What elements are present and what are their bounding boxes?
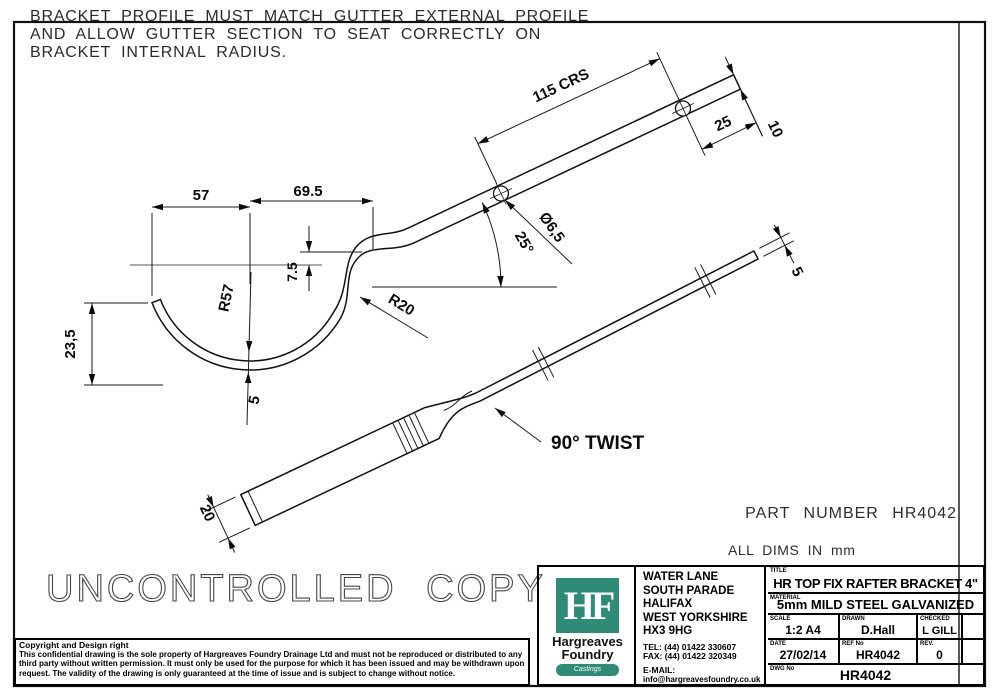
ref-label: REF No: [842, 641, 864, 647]
castings-badge: Castings: [556, 664, 619, 676]
scale-label: SCALE: [770, 616, 791, 622]
phone-number: TEL: (44) 01422 330607: [643, 641, 737, 652]
checked-cell: CHECKED L GILL: [918, 615, 963, 638]
address-postcode: HX3 9HG: [643, 625, 693, 637]
date-value: 27/02/14: [779, 648, 827, 662]
page-border: [12, 20, 987, 688]
date-cell: DATE 27/02/14: [768, 640, 840, 663]
fixing-hole-2: [671, 97, 695, 120]
date-ref-rev-row: DATE 27/02/14 REF No HR4042 REV. 0: [768, 640, 983, 665]
dwg-number: HR4042: [839, 667, 892, 683]
dimension-arrows: [88, 58, 793, 550]
address-line: SOUTH PARADE: [643, 584, 735, 597]
dim-57: 57: [193, 187, 210, 204]
address-line: HALIFAX: [643, 598, 693, 610]
dim-25: 25: [712, 113, 734, 135]
drawn-label: DRAWN: [842, 616, 865, 622]
uncontrolled-copy-watermark: UNCONTROLLED COPY: [46, 568, 546, 610]
scale-cell: SCALE 1:2 A4: [768, 615, 840, 638]
dim-r57: R57: [215, 283, 237, 313]
all-dims-note: ALL DIMS IN mm: [728, 542, 855, 558]
checked-label: CHECKED: [920, 616, 950, 622]
dim-hole-diameter: Ø6,5: [535, 209, 568, 245]
twist-detail-line: [443, 390, 473, 411]
company-name-line1: Hargreaves: [552, 634, 623, 649]
drawing-note-line3: BRACKET INTERNAL RADIUS.: [30, 44, 287, 61]
ref-cell: REF No HR4042: [840, 640, 918, 663]
dimension-lines: [84, 52, 795, 553]
checked-value: L GILL: [922, 625, 957, 637]
dim-69-5: 69.5: [293, 183, 322, 200]
address-line: WATER LANE: [643, 571, 719, 583]
part-number-text: PART NUMBER HR4042: [745, 505, 957, 522]
copyright-heading: Copyright and Design right: [19, 640, 129, 650]
dim-flat-thickness-5: 5: [788, 264, 807, 279]
title-label: TITLE: [770, 568, 787, 574]
hatch-marks: [392, 413, 430, 455]
rev-cell: REV. 0: [918, 640, 963, 663]
rev-label: REV.: [920, 641, 934, 647]
email-address: info@hargreavesfoundry.co.uk: [643, 674, 761, 684]
address-line: WEST YORKSHIRE: [643, 611, 748, 624]
dim-thickness-5: 5: [245, 394, 263, 406]
drawing-note-line1: BRACKET PROFILE MUST MATCH GUTTER EXTERN…: [30, 8, 589, 25]
material-label: MATERIAL: [770, 595, 801, 601]
dim-115-crs: 115 CRS: [530, 66, 592, 107]
end-inner-line: [247, 490, 263, 523]
drawing-title: HR TOP FIX RAFTER BRACKET 4": [773, 576, 978, 591]
bracket-profile-view: [151, 73, 742, 371]
logo-cell: HF Hargreaves Foundry Castings: [539, 567, 636, 684]
bracket-flat-view: [239, 249, 760, 527]
hf-logo: HF: [556, 578, 619, 633]
title-block: HF Hargreaves Foundry Castings WATER LAN…: [537, 565, 985, 686]
email-label: E-MAIL:: [643, 664, 676, 675]
drawn-cell: DRAWN D.Hall: [840, 615, 918, 638]
dim-23-5: 23,5: [62, 329, 79, 358]
drawing-note-line2: AND ALLOW GUTTER SECTION TO SEAT CORRECT…: [30, 26, 541, 43]
dim-7-5: 7.5: [284, 262, 300, 282]
date-label: DATE: [770, 641, 786, 647]
dwg-label: DWG No: [770, 666, 795, 672]
dim-angle-25deg: 25°: [511, 229, 537, 257]
address-cell: WATER LANE SOUTH PARADE HALIFAX WEST YOR…: [636, 567, 766, 684]
rev-value: 0: [936, 648, 943, 662]
ref-value: HR4042: [855, 648, 901, 662]
copyright-block: Copyright and Design right This confiden…: [14, 638, 530, 686]
drawn-value: D.Hall: [860, 623, 895, 637]
scale-drawn-checked-row: SCALE 1:2 A4 DRAWN D.Hall CHECKED L GILL: [768, 615, 983, 640]
twist-label: 90° TWIST: [551, 433, 645, 454]
fixing-hole-1: [489, 182, 513, 205]
break-ticks: [532, 264, 717, 381]
scale-value: 1:2 A4: [785, 623, 821, 637]
title-row: TITLE HR TOP FIX RAFTER BRACKET 4": [768, 567, 983, 594]
fax-number: FAX: (44) 01422 320349: [643, 651, 737, 661]
title-block-fields: TITLE HR TOP FIX RAFTER BRACKET 4" MATER…: [768, 567, 983, 684]
dim-10: 10: [764, 118, 786, 140]
material-value: 5mm MILD STEEL GALVANIZED: [776, 597, 975, 612]
dwg-row: DWG No HR4042: [768, 665, 983, 684]
material-row: MATERIAL 5mm MILD STEEL GALVANIZED: [768, 594, 983, 615]
hf-monogram: HF: [563, 583, 616, 628]
company-name-line2: Foundry: [561, 647, 614, 662]
company-name: Hargreaves Foundry: [539, 635, 636, 661]
copyright-body: This confidential drawing is the sole pr…: [19, 650, 525, 678]
dim-20: 20: [196, 502, 218, 524]
